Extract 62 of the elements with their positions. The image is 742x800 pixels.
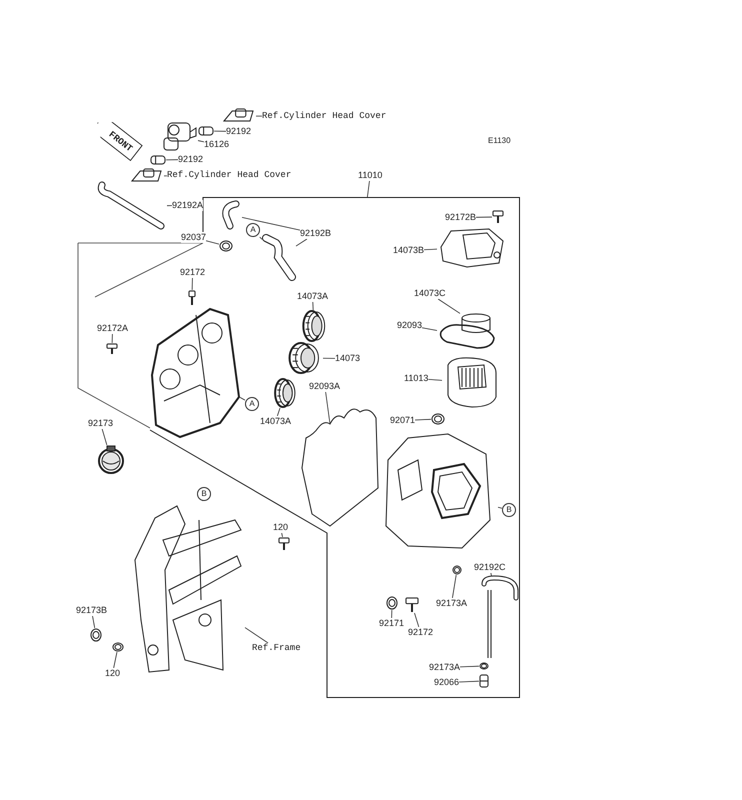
leader-line <box>198 140 204 142</box>
hose-drawing <box>198 125 214 137</box>
leader-line <box>102 428 108 446</box>
hose-drawing <box>97 180 167 232</box>
leader-line <box>414 418 432 420</box>
leader-line <box>92 616 96 628</box>
leader-line <box>240 396 246 401</box>
clip-drawing <box>112 642 124 652</box>
part-number: 92192 <box>178 154 204 165</box>
leader-line <box>192 278 193 290</box>
leader-line <box>259 236 262 240</box>
fitting-drawing <box>130 168 164 184</box>
ring-drawing <box>300 310 328 342</box>
reference-label: Ref.Cylinder Head Cover <box>262 111 386 122</box>
hose-drawing <box>150 154 166 166</box>
fitting-drawing <box>222 108 256 124</box>
ring-drawing <box>272 378 298 408</box>
leader-line <box>206 240 220 245</box>
leader-line <box>164 175 168 176</box>
hose-drawing <box>480 576 520 660</box>
leader-line <box>367 180 370 198</box>
assembly-outline <box>150 197 520 698</box>
part-number: 92192 <box>226 126 252 137</box>
leader-line <box>244 627 268 644</box>
part-number: 92173B <box>76 605 108 616</box>
gasket-drawing <box>437 322 497 350</box>
leader-line <box>424 248 438 250</box>
leader-line <box>460 666 480 668</box>
part-number: 16126 <box>204 139 230 150</box>
leader-line <box>242 217 300 230</box>
leader-line <box>428 378 442 381</box>
leader-line <box>325 392 330 424</box>
leader-line <box>322 358 336 359</box>
leader-line <box>281 532 283 538</box>
part-number: 92173 <box>88 418 114 429</box>
leader-line <box>498 506 502 509</box>
hose-clamp-drawing <box>97 445 125 473</box>
leader-line <box>452 574 457 598</box>
leader-line <box>166 159 178 160</box>
reference-label: Ref.Cylinder Head Cover <box>167 170 292 181</box>
leader-line <box>256 116 262 117</box>
bolt-drawing <box>106 343 118 355</box>
leader-line <box>113 652 118 668</box>
leader-line <box>296 238 308 246</box>
leader-line <box>214 130 226 132</box>
leader-line <box>490 572 492 576</box>
leader-line <box>476 216 492 218</box>
sleeve-drawing <box>460 313 492 335</box>
leader-line <box>312 302 314 310</box>
leader-line <box>458 680 480 682</box>
part-number: 92172A <box>97 323 128 334</box>
leader-line <box>276 408 280 416</box>
leader-line <box>438 298 460 314</box>
clip-drawing <box>90 628 102 642</box>
leader-line <box>414 612 420 628</box>
part-number: 11010 <box>358 170 382 181</box>
part-number: 120 <box>105 668 120 679</box>
leader-line <box>422 327 438 331</box>
leader-line <box>112 334 113 344</box>
diagram-code: E1130 <box>488 135 511 146</box>
hose-drawing <box>220 200 242 230</box>
cover-drawing <box>150 305 240 440</box>
